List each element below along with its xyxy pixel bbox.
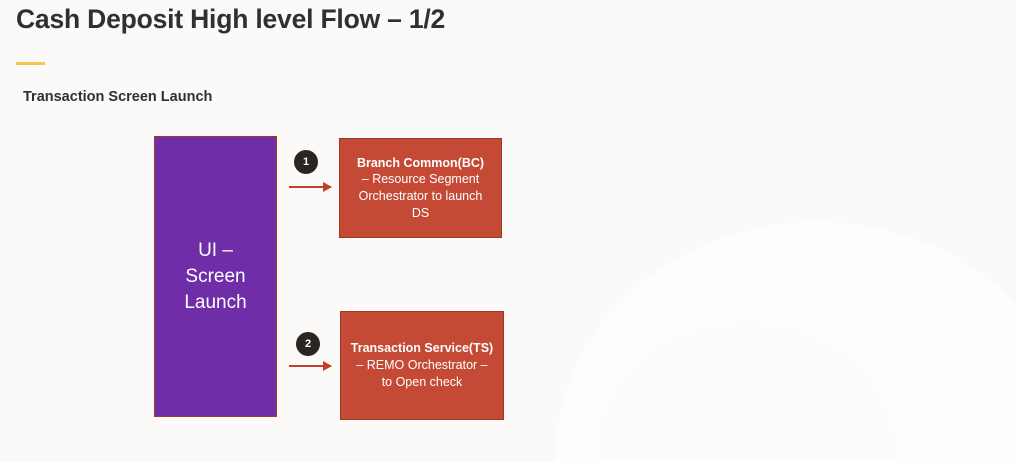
actor-box-ui-screen-launch: UI – Screen Launch (154, 136, 277, 417)
page-title: Cash Deposit High level Flow – 1/2 (16, 4, 446, 34)
service-box-description: – REMO Orchestrator – to Open check (356, 358, 488, 389)
step-number-badge-1: 1 (294, 150, 318, 174)
service-box-title: Transaction Service(TS) (350, 341, 494, 356)
service-box-description: – Resource Segment Orchestrator to launc… (358, 172, 483, 220)
arrow-line (289, 186, 331, 188)
service-box-text: Branch Common(BC) – Resource Segment Orc… (357, 155, 484, 222)
background-watermark-shape-secondary (596, 322, 896, 462)
flow-arrow-1-icon (289, 182, 332, 192)
actor-box-label: UI – Screen Launch (184, 239, 247, 313)
section-subtitle: Transaction Screen Launch (23, 89, 213, 105)
title-accent-bar (16, 62, 45, 65)
arrow-line (289, 365, 331, 367)
service-box-title: Branch Common(BC) (356, 155, 485, 170)
arrow-head (323, 361, 332, 371)
service-box-text: Transaction Service(TS) – REMO Orchestra… (351, 340, 493, 390)
flow-arrow-2-icon (289, 361, 332, 371)
step-number-badge-2: 2 (296, 332, 320, 356)
service-box-transaction-service: Transaction Service(TS) – REMO Orchestra… (340, 311, 504, 420)
arrow-head (323, 182, 332, 192)
service-box-branch-common: Branch Common(BC) – Resource Segment Orc… (339, 138, 502, 238)
background-watermark-shape (556, 222, 1016, 462)
